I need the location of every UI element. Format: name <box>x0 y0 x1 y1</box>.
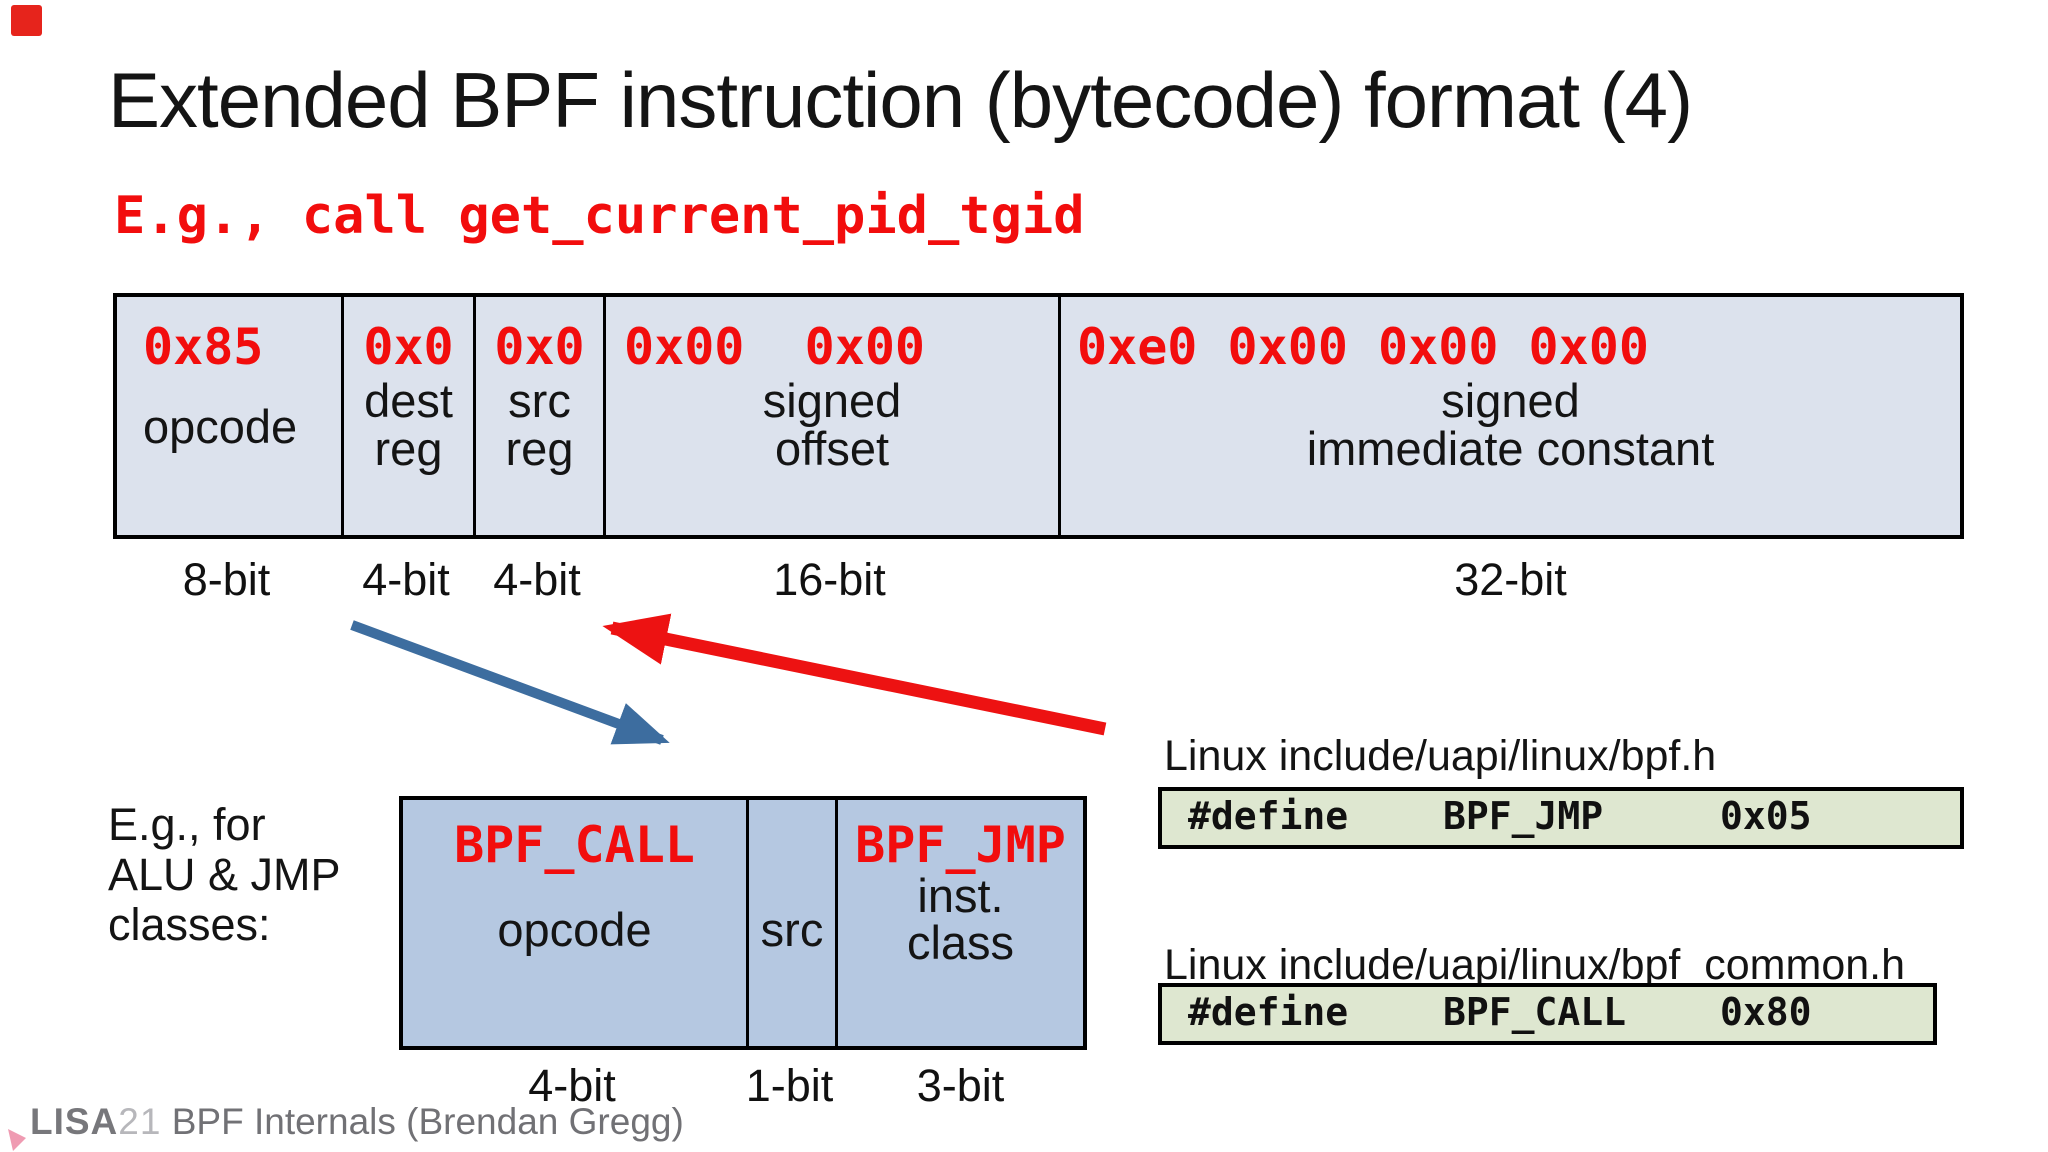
bits-label-src-reg: 4-bit <box>493 554 581 605</box>
breakdown-opcode-hex: BPF_CALL <box>454 816 695 874</box>
label-line: inst. <box>917 869 1004 922</box>
label-line: src <box>508 374 571 427</box>
field-dest-reg: 0x0 dest reg <box>344 297 476 535</box>
pink-corner-triangle-icon <box>8 1129 26 1151</box>
define-symbol: BPF_JMP <box>1443 794 1604 839</box>
field-immediate-constant-label: signed immediate constant <box>1061 377 1960 473</box>
caption-line: classes: <box>108 899 271 950</box>
bits-label-breakdown-src: 1-bit <box>745 1060 834 1111</box>
label-line: offset <box>774 422 890 475</box>
field-src-reg: 0x0 src reg <box>476 297 606 535</box>
instruction-format-table: 0x85 opcode 0x0 dest reg 0x0 src reg 0x0… <box>113 293 1964 539</box>
breakdown-src-label: src <box>760 903 824 956</box>
slide-footer: LISA21 BPF Internals (Brendan Gregg) <box>30 1102 684 1142</box>
define-box-bpf-jmp: #define BPF_JMP 0x05 <box>1158 787 1964 849</box>
field-immediate-constant: 0xe0 0x00 0x00 0x00 signed immediate con… <box>1061 297 1960 535</box>
bits-label-dest-reg: 4-bit <box>362 554 450 605</box>
footer-conference-year: 21 <box>118 1101 162 1142</box>
breakdown-inst-class-hex: BPF_JMP <box>855 816 1066 874</box>
breakdown-inst-class-label: inst. class <box>838 872 1083 966</box>
field-immediate-constant-hex: 0xe0 0x00 0x00 0x00 <box>1077 318 1649 376</box>
red-arrow <box>602 613 1107 736</box>
label-line: class <box>906 916 1015 969</box>
bits-label-signed-offset: 16-bit <box>773 554 886 605</box>
field-signed-offset-hex: 0x00 0x00 <box>624 318 926 376</box>
breakdown-opcode: BPF_CALL opcode <box>403 800 749 1046</box>
bits-label-breakdown-opcode: 4-bit <box>528 1060 616 1111</box>
define-directive: #define <box>1188 990 1349 1035</box>
caption-line: ALU & JMP <box>108 849 341 900</box>
field-dest-reg-hex: 0x0 <box>363 318 454 376</box>
field-opcode-label: opcode <box>143 400 298 453</box>
define-symbol: BPF_CALL <box>1443 990 1627 1035</box>
breakdown-src: src <box>749 800 838 1046</box>
recording-marker <box>11 5 42 36</box>
footer-conference-logo: LISA <box>30 1101 119 1142</box>
opcode-breakdown-caption: E.g., for ALU & JMP classes: <box>108 800 341 950</box>
define-value: 0x80 <box>1720 990 1812 1035</box>
caption-line: E.g., for <box>108 799 266 850</box>
define-heading-bpf-h: Linux include/uapi/linux/bpf.h <box>1164 732 1717 780</box>
field-opcode-hex: 0x85 <box>143 318 264 376</box>
field-dest-reg-label: dest reg <box>344 377 473 473</box>
define-directive: #define <box>1188 794 1349 839</box>
label-line: signed <box>1441 374 1580 427</box>
slide-title: Extended BPF instruction (bytecode) form… <box>108 56 1693 144</box>
bits-label-breakdown-inst-class: 3-bit <box>916 1060 1005 1111</box>
opcode-breakdown-table: BPF_CALL opcode src BPF_JMP inst. class <box>399 796 1087 1050</box>
field-signed-offset-label: signed offset <box>606 377 1058 473</box>
label-line: reg <box>505 422 574 475</box>
define-heading-bpf-common-h: Linux include/uapi/linux/bpf_common.h <box>1164 941 1906 989</box>
define-value: 0x05 <box>1720 794 1812 839</box>
breakdown-inst-class: BPF_JMP inst. class <box>838 800 1083 1046</box>
example-call-code: E.g., call get_current_pid_tgid <box>114 186 1085 246</box>
field-opcode: 0x85 opcode <box>117 297 344 535</box>
define-box-bpf-call: #define BPF_CALL 0x80 <box>1158 983 1937 1045</box>
breakdown-opcode-label: opcode <box>497 903 652 956</box>
footer-credit: BPF Internals (Brendan Gregg) <box>161 1101 684 1142</box>
blue-arrow <box>350 620 670 745</box>
field-signed-offset: 0x00 0x00 signed offset <box>606 297 1061 535</box>
bits-label-opcode: 8-bit <box>182 554 271 605</box>
bits-label-immediate-constant: 32-bit <box>1454 554 1567 605</box>
label-line: immediate constant <box>1306 422 1715 475</box>
field-src-reg-hex: 0x0 <box>494 318 585 376</box>
field-src-reg-label: src reg <box>476 377 603 473</box>
label-line: dest <box>364 374 453 427</box>
label-line: signed <box>762 374 902 427</box>
label-line: reg <box>374 422 443 475</box>
